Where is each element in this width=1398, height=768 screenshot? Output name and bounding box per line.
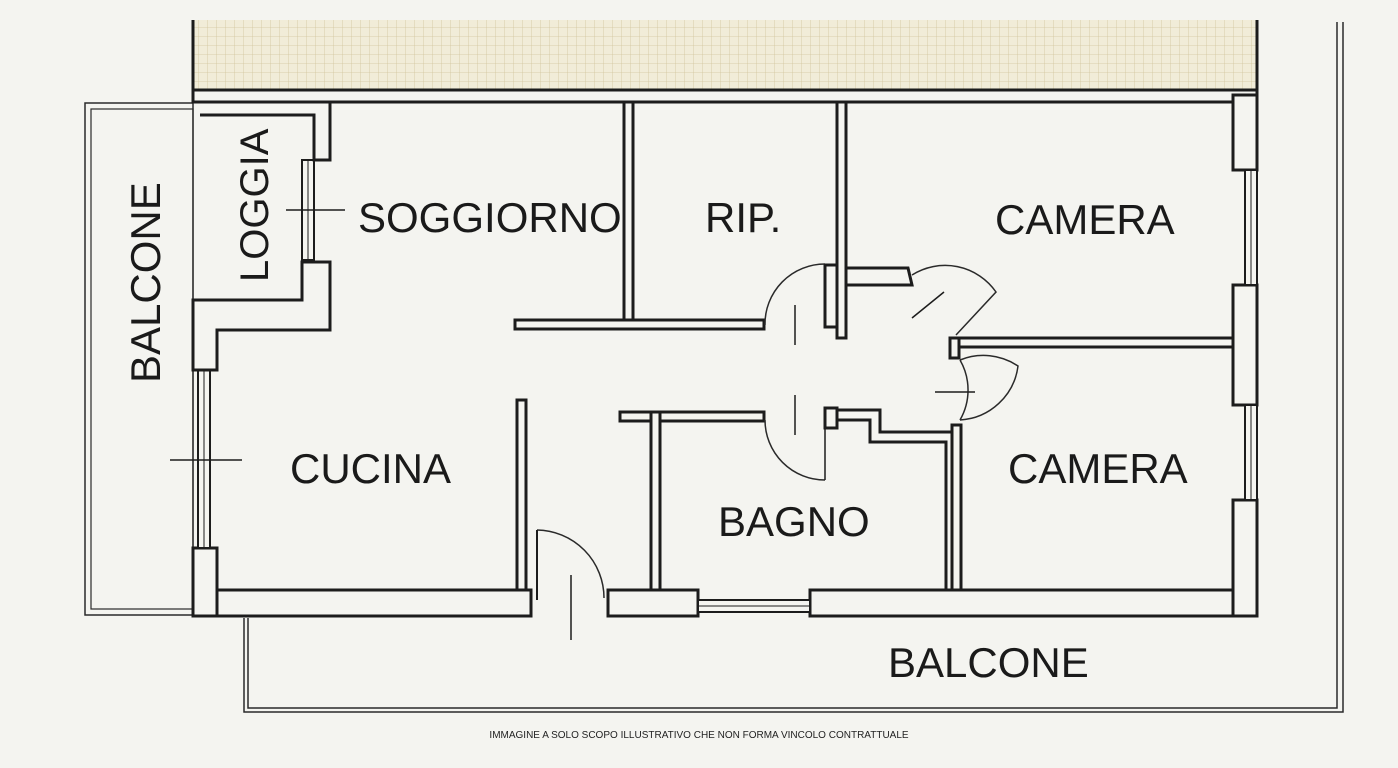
- loggia-walls: [191, 100, 345, 372]
- label-bagno: BAGNO: [718, 498, 870, 545]
- label-ripostiglio: RIP.: [705, 194, 781, 241]
- door-swings: [170, 263, 1019, 640]
- label-cucina: CUCINA: [290, 445, 451, 492]
- label-loggia: LOGGIA: [233, 128, 277, 282]
- label-balcone-bottom: BALCONE: [888, 639, 1089, 686]
- balcony-outline: [243, 22, 1344, 713]
- label-soggiorno: SOGGIORNO: [358, 194, 622, 241]
- terrace-grid: [193, 20, 1257, 90]
- windows: [197, 159, 1258, 613]
- label-balcone-left: BALCONE: [122, 182, 169, 383]
- label-camera-bottom: CAMERA: [1008, 445, 1188, 492]
- interior-walls: [513, 100, 1235, 592]
- disclaimer-text: IMMAGINE A SOLO SCOPO ILLUSTRATIVO CHE N…: [489, 730, 909, 741]
- label-camera-top: CAMERA: [995, 196, 1175, 243]
